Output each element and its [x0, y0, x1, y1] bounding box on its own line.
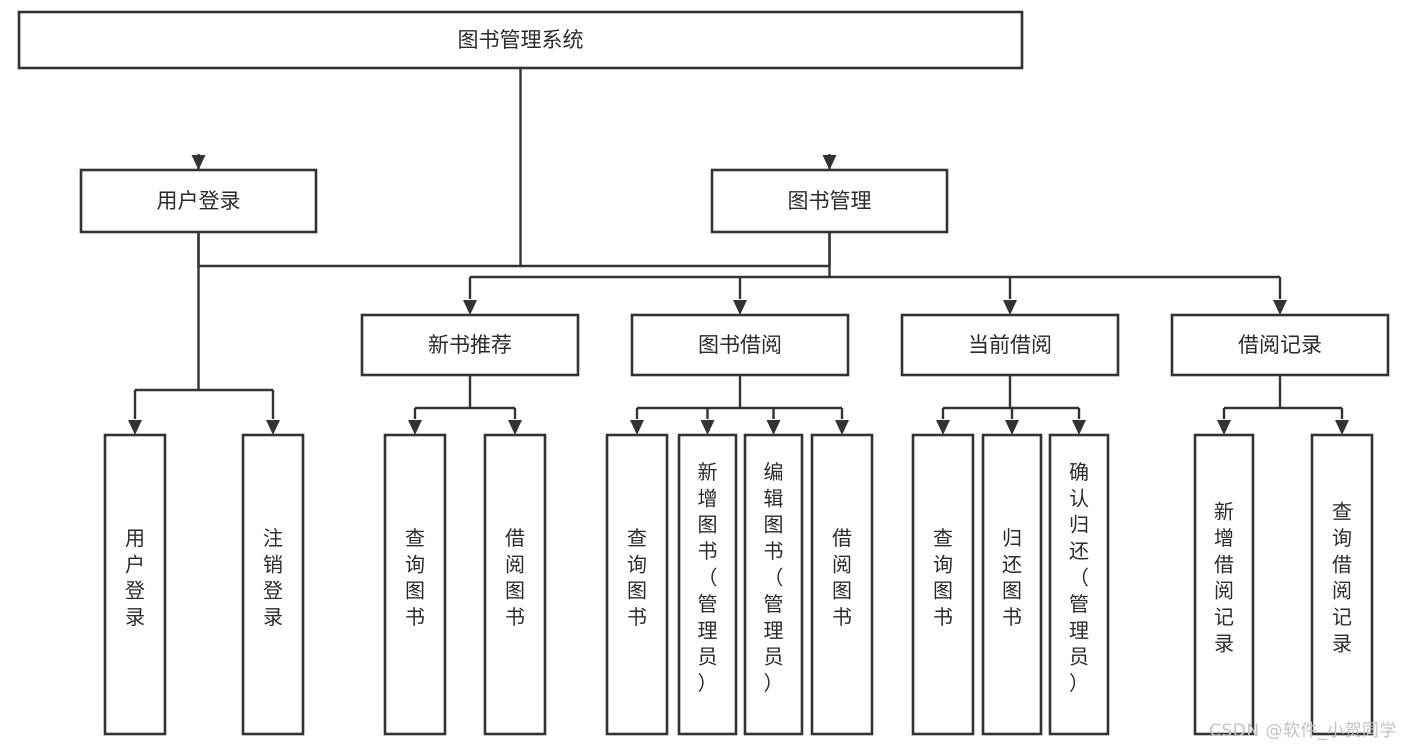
- level3-node-借阅记录-label: 借阅记录: [1238, 333, 1322, 357]
- level2-node-图书管理[interactable]: 图书管理: [710, 168, 949, 234]
- leaf-node-7-借阅图书-label: 借阅图书: [832, 526, 852, 629]
- level3-node-图书借阅[interactable]: 图书借阅: [630, 313, 850, 377]
- leaf-node-7-借阅图书[interactable]: 借阅图书: [810, 433, 874, 736]
- leaf-node-3-借阅图书[interactable]: 借阅图书: [483, 433, 547, 736]
- leaf-node-11-新增借阅记录-box[interactable]: [1193, 433, 1255, 736]
- arrow-head-icon: [1335, 420, 1349, 435]
- level3-node-图书借阅-label: 图书借阅: [698, 333, 782, 357]
- leaf-node-8-查询图书-label: 查询图书: [933, 526, 953, 629]
- arrow-head-icon: [936, 420, 950, 435]
- leaf-node-12-查询借阅记录[interactable]: 查询借阅记录: [1310, 433, 1374, 736]
- arrow-head-icon: [733, 300, 747, 315]
- leaf-node-9-归还图书-box[interactable]: [981, 433, 1043, 736]
- leaf-node-0-用户登录[interactable]: 用户登录: [103, 433, 167, 736]
- level2-node-用户登录-box[interactable]: [79, 168, 318, 234]
- level3-node-当前借阅[interactable]: 当前借阅: [900, 313, 1120, 377]
- arrow-head-icon: [1003, 300, 1017, 315]
- leaf-node-12-查询借阅记录-label: 查询借阅记录: [1332, 500, 1352, 656]
- leaf-node-9-归还图书[interactable]: 归还图书: [981, 433, 1043, 736]
- root-node-图书管理系统-label: 图书管理系统: [458, 28, 584, 52]
- leaf-node-2-查询图书[interactable]: 查询图书: [383, 433, 447, 736]
- leaf-node-6-编辑图书（管理员）-label: 编辑图书（管理员）: [764, 460, 784, 695]
- level3-node-当前借阅-box[interactable]: [900, 313, 1120, 377]
- leaf-node-10-确认归还（管理员）-label: 确认归还（管理员）: [1069, 460, 1089, 695]
- root-node-图书管理系统[interactable]: 图书管理系统: [17, 10, 1024, 70]
- leaf-node-11-新增借阅记录-label: 新增借阅记录: [1214, 500, 1234, 656]
- arrow-head-icon: [463, 300, 477, 315]
- level2-node-用户登录-label: 用户登录: [157, 189, 241, 213]
- leaf-node-4-查询图书[interactable]: 查询图书: [605, 433, 669, 736]
- arrow-head-icon: [191, 155, 206, 170]
- leaf-node-0-用户登录-box[interactable]: [103, 433, 167, 736]
- arrow-head-icon: [508, 420, 522, 435]
- level3-node-新书推荐-box[interactable]: [360, 313, 580, 377]
- arrow-head-icon: [822, 155, 837, 170]
- leaf-node-12-查询借阅记录-box[interactable]: [1310, 433, 1374, 736]
- leaf-node-8-查询图书-box[interactable]: [911, 433, 975, 736]
- leaf-node-6-编辑图书（管理员）-box[interactable]: [743, 433, 804, 736]
- leaf-node-7-借阅图书-box[interactable]: [810, 433, 874, 736]
- leaf-node-10-确认归还（管理员）[interactable]: 确认归还（管理员）: [1048, 433, 1110, 736]
- arrow-head-icon: [408, 420, 422, 435]
- leaf-node-0-用户登录-label: 用户登录: [125, 526, 145, 629]
- level3-node-借阅记录-box[interactable]: [1170, 313, 1390, 377]
- arrow-head-icon: [128, 420, 142, 435]
- leaf-node-5-新增图书（管理员）[interactable]: 新增图书（管理员）: [677, 433, 738, 736]
- root-node-图书管理系统-box[interactable]: [17, 10, 1024, 70]
- leaf-node-4-查询图书-box[interactable]: [605, 433, 669, 736]
- leaf-node-1-注销登录-label: 注销登录: [263, 526, 283, 629]
- leaf-node-1-注销登录[interactable]: 注销登录: [241, 433, 305, 736]
- leaf-node-11-新增借阅记录[interactable]: 新增借阅记录: [1193, 433, 1255, 736]
- level3-node-新书推荐[interactable]: 新书推荐: [360, 313, 580, 377]
- root-to-level2-bus: [197, 68, 522, 268]
- node-layer: 图书管理系统用户登录图书管理新书推荐图书借阅当前借阅借阅记录用户登录注销登录查询…: [17, 10, 1390, 736]
- level2-node-图书管理-label: 图书管理: [788, 189, 872, 213]
- level3-node-借阅记录[interactable]: 借阅记录: [1170, 313, 1390, 377]
- level3-node-图书借阅-box[interactable]: [630, 313, 850, 377]
- leaf-node-2-查询图书-label: 查询图书: [405, 526, 425, 629]
- leaf-node-8-查询图书[interactable]: 查询图书: [911, 433, 975, 736]
- leaf-node-3-借阅图书-label: 借阅图书: [505, 526, 525, 629]
- leaf-node-4-查询图书-label: 查询图书: [627, 526, 647, 629]
- level3-node-新书推荐-label: 新书推荐: [428, 333, 512, 357]
- level2-node-图书管理-box[interactable]: [710, 168, 949, 234]
- arrow-head-icon: [766, 420, 781, 435]
- leaf-node-6-编辑图书（管理员）[interactable]: 编辑图书（管理员）: [743, 433, 804, 736]
- leaf-node-9-归还图书-label: 归还图书: [1002, 526, 1022, 629]
- leaf-node-10-确认归还（管理员）-box[interactable]: [1048, 433, 1110, 736]
- leaf-node-2-查询图书-box[interactable]: [383, 433, 447, 736]
- arrow-head-icon: [266, 420, 280, 435]
- level2-node-用户登录[interactable]: 用户登录: [79, 168, 318, 234]
- arrow-head-icon: [1005, 420, 1019, 435]
- level3-node-当前借阅-label: 当前借阅: [968, 333, 1052, 357]
- arrow-head-icon: [1273, 300, 1287, 315]
- arrow-head-icon: [700, 420, 715, 435]
- arrow-head-icon: [835, 420, 849, 435]
- leaf-node-3-借阅图书-box[interactable]: [483, 433, 547, 736]
- leaf-node-5-新增图书（管理员）-label: 新增图书（管理员）: [698, 460, 718, 695]
- arrow-head-icon: [630, 420, 644, 435]
- arrow-head-icon: [1072, 420, 1086, 435]
- arrow-head-icon: [1217, 420, 1231, 435]
- leaf-node-1-注销登录-box[interactable]: [241, 433, 305, 736]
- connector-layer: [128, 68, 1349, 435]
- leaf-node-5-新增图书（管理员）-box[interactable]: [677, 433, 738, 736]
